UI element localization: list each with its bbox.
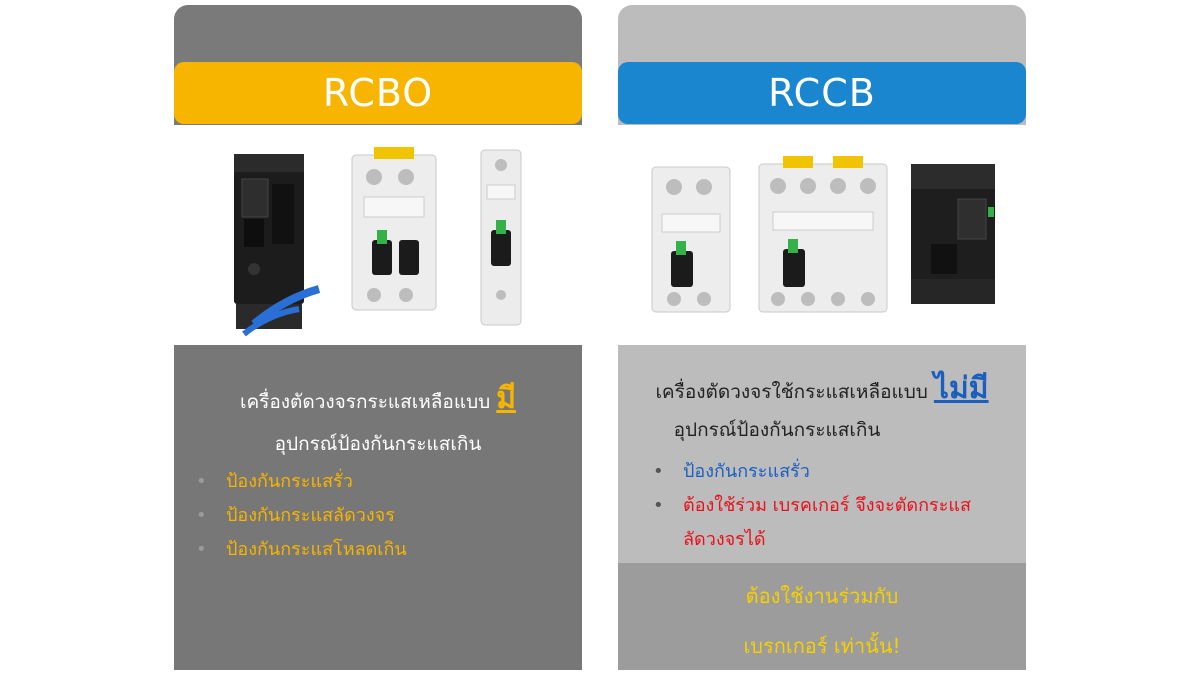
rccb-bullet-list: •ป้องกันกระแสรั่ว •ต้องใช้ร่วม เบรคเกอร์… bbox=[653, 455, 971, 557]
rccb-desc-emphasis: ไม่มี bbox=[933, 371, 989, 406]
list-item: •ป้องกันกระแสโหลดเกิน bbox=[196, 539, 407, 560]
rccb-2pole-image bbox=[651, 166, 731, 313]
rccb-4pole-image bbox=[758, 156, 888, 313]
rcbo-desc-line1: เครื่องตัดวงจรกระแสเหลือแบบ มี bbox=[239, 381, 517, 416]
rccb-product-images bbox=[618, 129, 1026, 344]
rcbo-product-images bbox=[174, 129, 582, 344]
rccb-description: เครื่องตัดวงจรใช้กระแสเหลือแบบ ไม่มี อุป… bbox=[618, 345, 1026, 670]
rcbo-white-breaker-image bbox=[351, 147, 437, 311]
rcbo-black-breaker-image bbox=[234, 154, 321, 337]
rcbo-panel: RCBO bbox=[174, 5, 582, 670]
rcbo-desc-emphasis: มี bbox=[496, 381, 517, 416]
list-item: •ต้องใช้ร่วม เบรคเกอร์ จึงจะตัดกระแส bbox=[653, 495, 971, 516]
list-item: •ป้องกันกระแสลัดวงจร bbox=[196, 505, 395, 526]
rccb-panel: RCCB bbox=[618, 5, 1026, 670]
rccb-desc-line2: อุปกรณ์ป้องกันกระแสเกิน bbox=[673, 419, 881, 441]
rccb-black-image bbox=[911, 164, 995, 304]
list-item: •ลัดวงจรได้ bbox=[683, 529, 766, 550]
rccb-note-line2: เบรกเกอร์ เท่านั้น! bbox=[743, 634, 901, 658]
list-item: •ป้องกันกระแสรั่ว bbox=[196, 471, 353, 492]
rccb-note-line1: ต้องใช้งานร่วมกับ bbox=[745, 584, 899, 608]
rccb-title: RCCB bbox=[618, 62, 1026, 124]
list-item: •ป้องกันกระแสรั่ว bbox=[653, 461, 810, 482]
rcbo-title: RCBO bbox=[174, 62, 582, 124]
rccb-note-box: ต้องใช้งานร่วมกับ เบรกเกอร์ เท่านั้น! bbox=[618, 563, 1026, 670]
rccb-desc-line1: เครื่องตัดวงจรใช้กระแสเหลือแบบ ไม่มี bbox=[655, 371, 989, 406]
rcbo-bullet-list: •ป้องกันกระแสรั่ว •ป้องกันกระแสลัดวงจร •… bbox=[196, 465, 407, 567]
rcbo-description: เครื่องตัดวงจรกระแสเหลือแบบ มี อุปกรณ์ป้… bbox=[174, 345, 582, 670]
rcbo-slim-breaker-image bbox=[480, 149, 522, 326]
rcbo-desc-line2: อุปกรณ์ป้องกันกระแสเกิน bbox=[274, 433, 482, 455]
